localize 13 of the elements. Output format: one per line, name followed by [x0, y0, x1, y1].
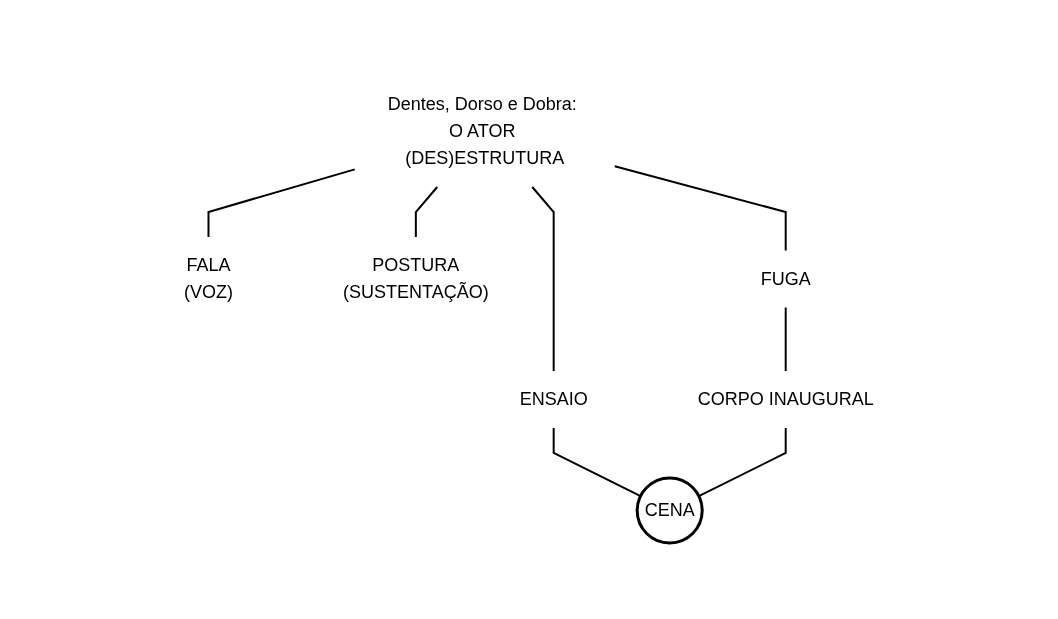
node-text: FUGA: [760, 268, 811, 289]
node-text: FALA (VOZ): [184, 254, 234, 302]
connector: [613, 165, 787, 252]
node-text: ENSAIO: [519, 388, 588, 409]
connector: [207, 168, 356, 238]
node-circle: CENA: [635, 476, 704, 545]
node-text: POSTURA (SUSTENTAÇÃO): [343, 254, 489, 302]
node-text: CORPO INAUGURAL: [697, 388, 874, 409]
connector: [784, 306, 787, 372]
node-text: Dentes, Dorso e Dobra: O ATOR (DES)ESTRUTURA: [387, 93, 577, 168]
connector: [415, 186, 439, 238]
connector: [531, 186, 555, 372]
connector: [552, 427, 642, 498]
